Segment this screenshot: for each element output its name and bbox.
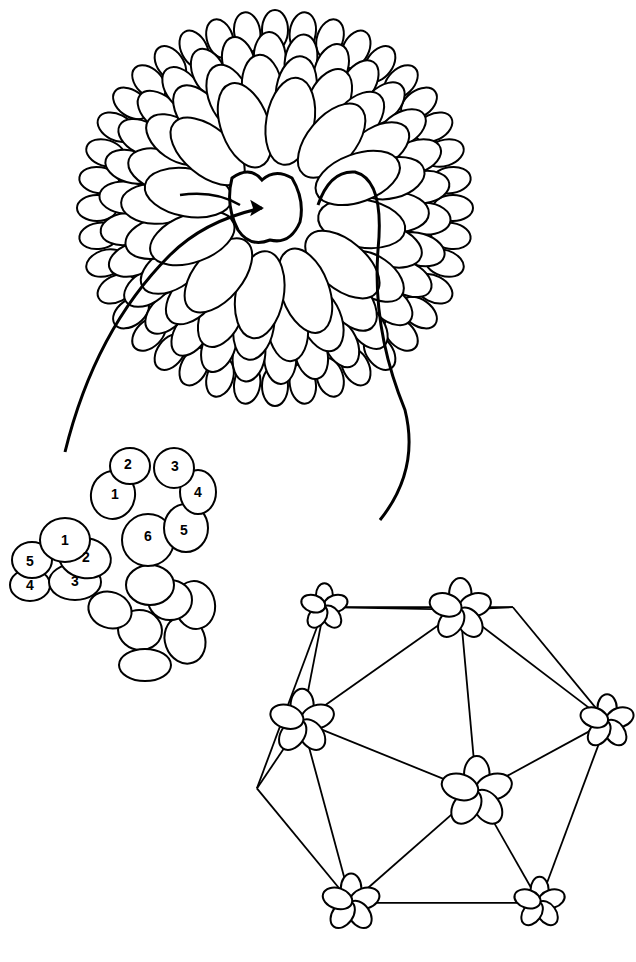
pentamer-cluster xyxy=(10,448,219,681)
callout-number: 4 xyxy=(194,485,202,499)
icosahedron-edge xyxy=(513,607,607,721)
pentamer-petal xyxy=(438,769,481,805)
thread-lines xyxy=(65,172,409,520)
icosahedron-edge xyxy=(257,607,325,788)
icosahedron-edge xyxy=(257,788,351,902)
protein-lobe xyxy=(308,140,407,215)
callout-number: 1 xyxy=(61,533,69,547)
pentamer-petal xyxy=(320,884,355,913)
pentamer-petal xyxy=(512,886,543,912)
callout-number: 1 xyxy=(111,487,119,501)
callout-number: 3 xyxy=(171,459,179,473)
callout-number: 4 xyxy=(26,578,34,592)
protein-lobe xyxy=(110,448,150,484)
pentamer-petal xyxy=(299,592,328,616)
icosahedron xyxy=(257,578,636,933)
central-hole xyxy=(230,172,302,242)
thread-line xyxy=(65,208,262,452)
callout-number: 5 xyxy=(180,523,188,537)
icosahedron-edge xyxy=(540,722,608,903)
callout-number: 6 xyxy=(144,529,152,543)
protein-lobe xyxy=(126,565,174,605)
icosahedron-edge xyxy=(351,902,539,904)
callout-number: 5 xyxy=(26,554,34,568)
arrowhead xyxy=(252,202,262,214)
callout-number: 2 xyxy=(82,550,90,564)
thread-line xyxy=(180,194,240,205)
pentamer-petal xyxy=(427,589,465,620)
callout-number: 3 xyxy=(71,574,79,588)
capsid-ring xyxy=(77,10,473,406)
pentamer-petal xyxy=(578,704,611,731)
callout-number: 2 xyxy=(124,457,132,471)
protein-lobe xyxy=(154,448,194,488)
pentamer-petal xyxy=(267,700,306,733)
thread-line xyxy=(318,172,409,520)
protein-lobe xyxy=(119,649,171,681)
